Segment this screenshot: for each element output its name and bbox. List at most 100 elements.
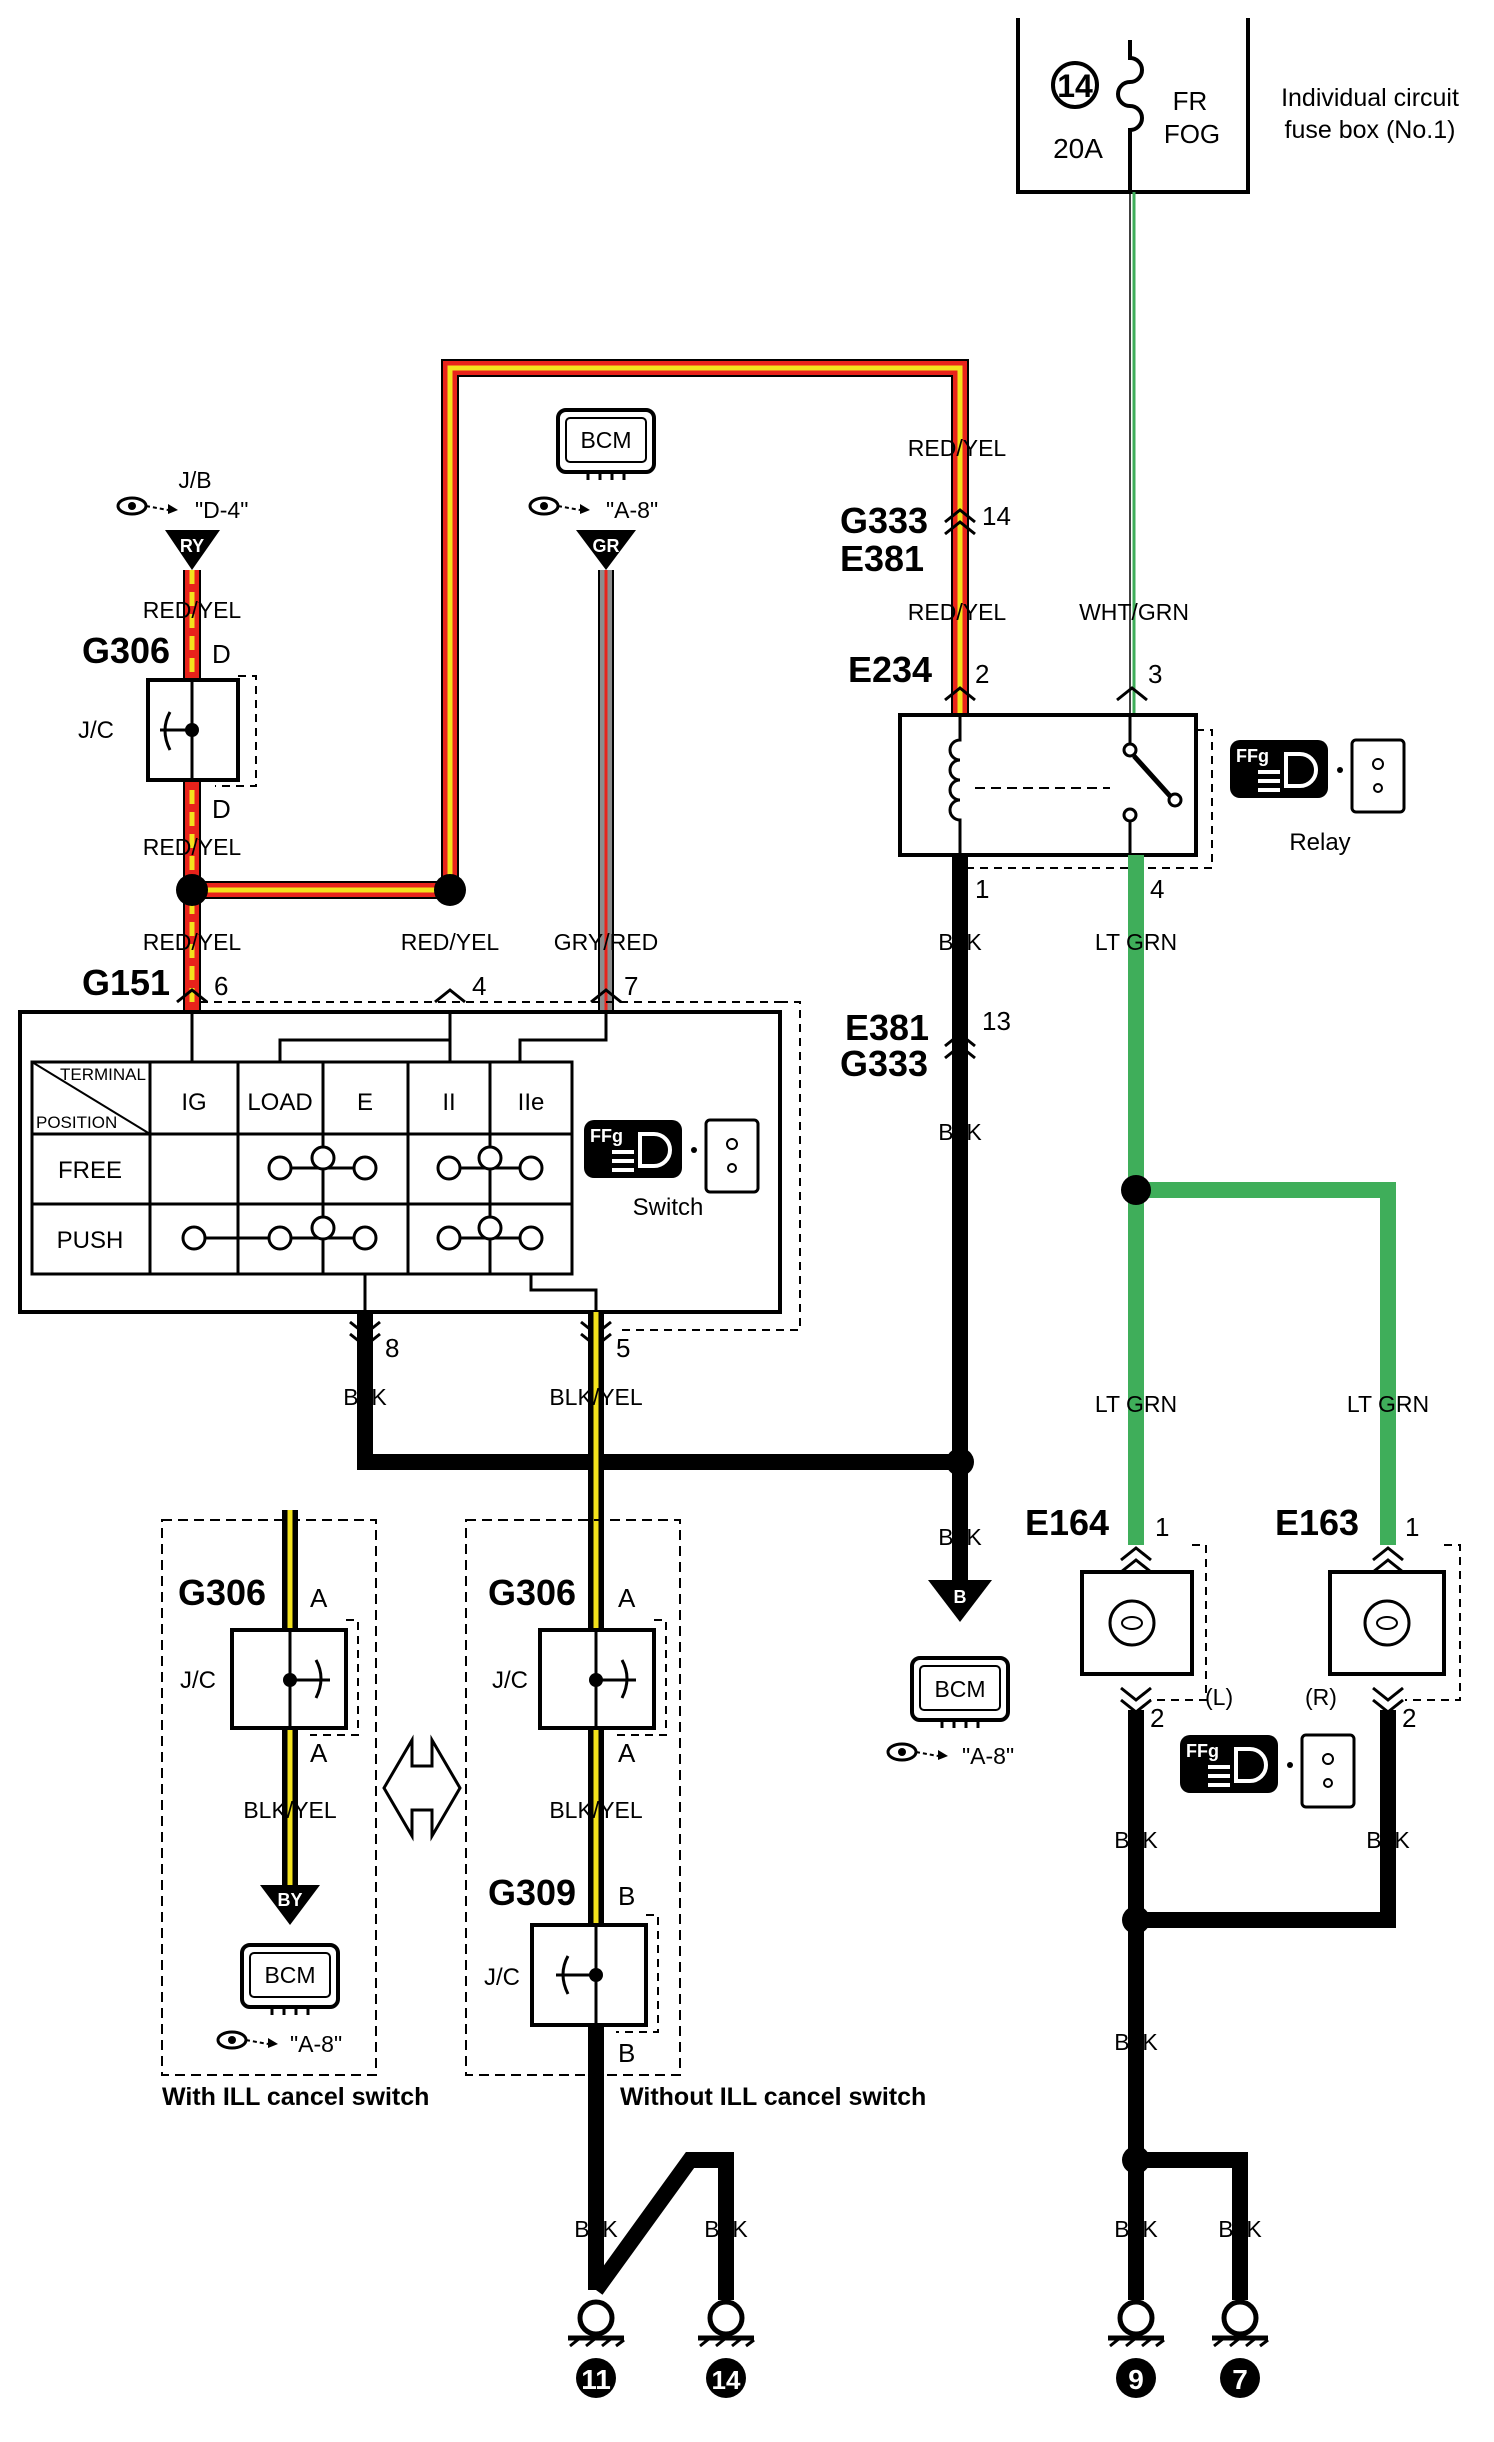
wire-label-blk-l1: BLK bbox=[1114, 1827, 1158, 1853]
ry-tag: RY bbox=[180, 536, 204, 556]
lamp-left-pin-2: 2 bbox=[1150, 1703, 1164, 1733]
ry-arrow bbox=[165, 530, 220, 570]
bcm-left-ref: "A-8" bbox=[290, 2031, 342, 2057]
wire-label-lt-grn-1: LT GRN bbox=[1095, 929, 1177, 955]
row-push: PUSH bbox=[57, 1227, 124, 1254]
col-load: LOAD bbox=[247, 1089, 312, 1116]
lamp-left: E164 1 2 (L) bbox=[1025, 1502, 1233, 1733]
col-e: E bbox=[357, 1089, 373, 1116]
pin-a-right-top: A bbox=[618, 1583, 636, 1613]
wire-label-blk-l2: BLK bbox=[1114, 2029, 1158, 2055]
conn-g306-right: G306 bbox=[488, 1572, 576, 1613]
jc-top-label: J/C bbox=[78, 717, 114, 744]
relay-pin-2: 2 bbox=[975, 659, 989, 689]
wire-label-red-yel-4: RED/YEL bbox=[401, 929, 500, 955]
table-terminal: TERMINAL bbox=[60, 1065, 146, 1084]
ground-14-label: 14 bbox=[712, 2365, 741, 2395]
conn-g306-top: G306 bbox=[82, 630, 170, 671]
bcm-top-ref: "A-8" bbox=[606, 497, 658, 523]
pin-d-top: D bbox=[212, 639, 231, 669]
wire-label-blk-yel-sw: BLK/YEL bbox=[549, 1384, 643, 1410]
conn-e381-top: E381 bbox=[840, 538, 924, 579]
ground-14: 14 bbox=[698, 2302, 754, 2398]
fuse-element bbox=[1116, 40, 1144, 192]
wire-label-blk-relay-2: BLK bbox=[938, 1119, 982, 1145]
conn-e164: E164 bbox=[1025, 1502, 1109, 1543]
sw-pin-6: 6 bbox=[214, 971, 228, 1001]
wire-label-blk-g14: BLK bbox=[704, 2216, 748, 2242]
wire-label-blk-yel-right: BLK/YEL bbox=[549, 1797, 643, 1823]
sw-pin-8: 8 bbox=[385, 1333, 399, 1363]
by-arrow bbox=[260, 1885, 320, 1925]
lamp-right-pin-2: 2 bbox=[1402, 1703, 1416, 1733]
sw-pin-4: 4 bbox=[472, 971, 486, 1001]
conn-g333-top: G333 bbox=[840, 500, 928, 541]
table-position: POSITION bbox=[36, 1113, 117, 1132]
wire-blk-ground-left bbox=[588, 2025, 734, 2300]
switch-label: Switch bbox=[633, 1194, 704, 1221]
conn-g151: G151 bbox=[82, 962, 170, 1003]
wire-label-blk-l3: BLK bbox=[1114, 2216, 1158, 2242]
pin-d-bottom: D bbox=[212, 794, 231, 824]
relay: E234 2 3 1 4 Relay bbox=[848, 649, 1406, 904]
relay-label: Relay bbox=[1289, 829, 1350, 856]
b-tag: B bbox=[954, 1587, 967, 1607]
col-ig: IG bbox=[181, 1089, 206, 1116]
wire-label-gry-red: GRY/RED bbox=[554, 929, 658, 955]
fuse-box-label-1: Individual circuit bbox=[1281, 84, 1459, 112]
wire-label-blk-l4: BLK bbox=[1218, 2216, 1262, 2242]
pin-b-bottom: B bbox=[618, 2038, 635, 2068]
b-arrow bbox=[928, 1580, 992, 1622]
wire-label-red-yel-relay-top: RED/YEL bbox=[908, 435, 1007, 461]
wire-label-blk-bcm: BLK bbox=[938, 1524, 982, 1550]
jc-left-label: J/C bbox=[180, 1667, 216, 1694]
jc-right-label: J/C bbox=[492, 1667, 528, 1694]
pin-a-right-bot: A bbox=[618, 1738, 636, 1768]
panel-with-ill: G306 A J/C A BLK/YEL BY BCM "A-8" bbox=[161, 1510, 377, 2076]
relay-pin-4: 4 bbox=[1150, 874, 1164, 904]
caption-without-ill: Without ILL cancel switch bbox=[620, 2083, 926, 2111]
jb-label: J/B bbox=[178, 467, 211, 493]
wire-label-lt-grn-2: LT GRN bbox=[1095, 1391, 1177, 1417]
either-or-arrow bbox=[382, 1734, 462, 1842]
caption-with-ill: With ILL cancel switch bbox=[162, 2083, 429, 2111]
wire-label-red-yel-1: RED/YEL bbox=[143, 597, 242, 623]
lamp-right: E163 1 2 (R) bbox=[1275, 1502, 1461, 1733]
wire-label-red-yel-relay: RED/YEL bbox=[908, 599, 1007, 625]
col-iie: IIe bbox=[518, 1089, 545, 1116]
switch-unit: TERMINAL POSITION IG LOAD E II IIe FREE … bbox=[18, 1001, 801, 1331]
bcm-mid-label: BCM bbox=[934, 1676, 985, 1702]
gr-arrow bbox=[576, 530, 636, 570]
col-ii: II bbox=[442, 1089, 455, 1116]
pin-13: 13 bbox=[982, 1006, 1011, 1036]
wire-label-wht-grn: WHT/GRN bbox=[1079, 599, 1189, 625]
jc-top bbox=[146, 675, 257, 787]
sw-pin-7: 7 bbox=[624, 971, 638, 1001]
relay-pin-3: 3 bbox=[1148, 659, 1162, 689]
lamp-right-pin-1: 1 bbox=[1405, 1512, 1419, 1542]
conn-e234: E234 bbox=[848, 649, 932, 690]
fuse-box-label-2: fuse box (No.1) bbox=[1285, 116, 1456, 144]
conn-e163: E163 bbox=[1275, 1502, 1359, 1543]
wire-red-yel-left bbox=[176, 570, 466, 1012]
wire-blk-switch bbox=[357, 1312, 960, 1470]
wire-label-lt-grn-3: LT GRN bbox=[1347, 1391, 1429, 1417]
bcm-top-label: BCM bbox=[580, 427, 631, 453]
relay-pin-1: 1 bbox=[975, 874, 989, 904]
bcm-left-label: BCM bbox=[264, 1962, 315, 1988]
jb-ref: "D-4" bbox=[195, 497, 248, 523]
wire-red-yel-loop bbox=[441, 359, 969, 890]
wire-label-blk-g11: BLK bbox=[574, 2216, 618, 2242]
conn-e381-mid: E381 bbox=[845, 1007, 929, 1048]
wire-wht-grn bbox=[1129, 192, 1136, 720]
pin-b-top: B bbox=[618, 1881, 635, 1911]
conn-g306-left: G306 bbox=[178, 1572, 266, 1613]
fuse-box: 14 20A FR FOG bbox=[1016, 18, 1250, 194]
lamp-right-tag: (R) bbox=[1305, 1684, 1337, 1710]
row-free: FREE bbox=[58, 1157, 122, 1184]
ground-7-label: 7 bbox=[1232, 2364, 1248, 2395]
ground-11: 11 bbox=[568, 2302, 624, 2398]
fuse-number: 14 bbox=[1057, 68, 1093, 104]
wire-label-red-yel-2: RED/YEL bbox=[143, 834, 242, 860]
